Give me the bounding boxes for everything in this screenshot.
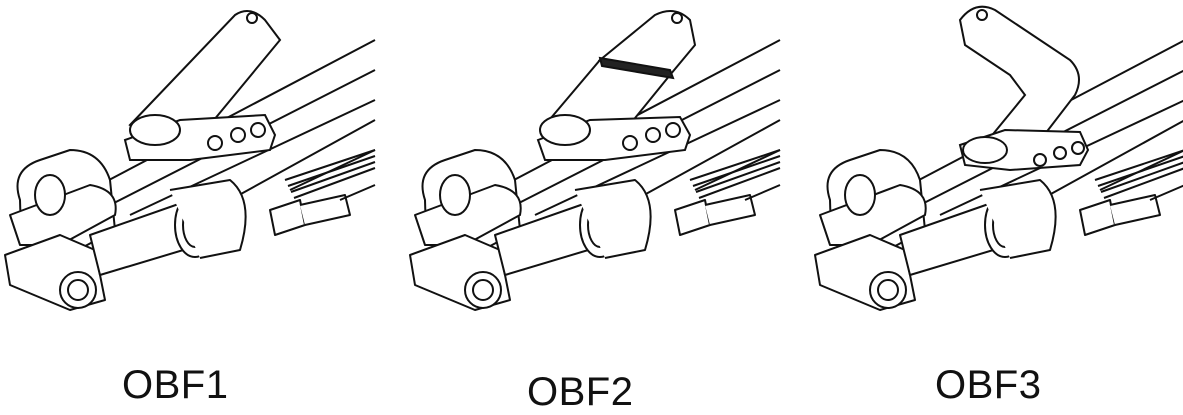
obf2-tiller-arm: [538, 11, 695, 160]
figure-obf3: OBF3: [810, 0, 1183, 413]
obf1-tiller-arm: [125, 11, 280, 160]
obf3-tiller-arm: [960, 7, 1088, 170]
figure-label: OBF3: [935, 363, 1042, 407]
figure-label: OBF2: [527, 370, 634, 414]
obf3-cylinder-drawing: [814, 0, 1183, 311]
figure-label: OBF1: [122, 363, 229, 407]
obf1-cylinder-drawing: [4, 0, 376, 311]
figure-obf1: OBF1: [0, 0, 394, 413]
figure-obf2: OBF2: [405, 0, 799, 414]
obf2-cylinder-drawing: [409, 0, 781, 311]
